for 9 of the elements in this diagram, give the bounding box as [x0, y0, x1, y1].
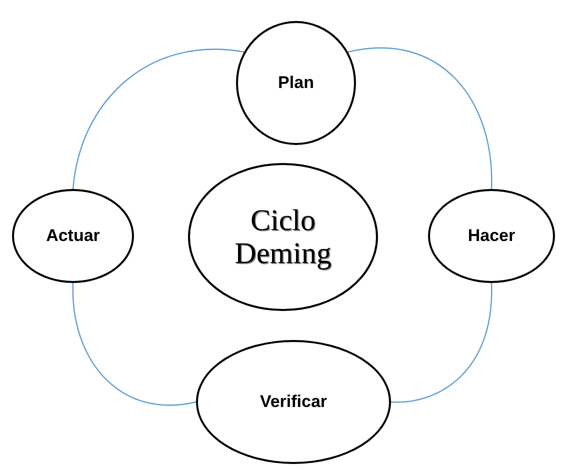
connector-curve [72, 282, 196, 406]
connector-curve [348, 48, 492, 189]
stage-label: Hacer [468, 226, 516, 246]
connector-curve [391, 283, 492, 403]
stage-label: Plan [278, 73, 314, 93]
title-text: Ciclo Deming [234, 204, 332, 270]
stage-label: Actuar [46, 226, 100, 246]
stage-label: Verificar [260, 392, 328, 412]
connector-curve [72, 48, 244, 190]
